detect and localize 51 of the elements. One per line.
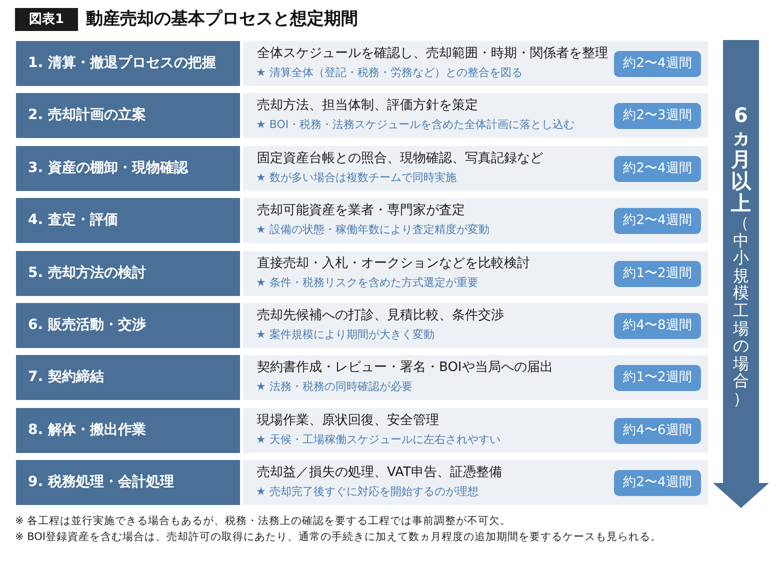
task-description: 固定資産台帳との照合、現物確認、写真記録など xyxy=(257,150,543,168)
task-description: 全体スケジュールを確認し、売却範囲・時期・関係者を整理 xyxy=(257,45,608,63)
step-box: 7. 契約締結 xyxy=(16,355,240,400)
detail-panel xyxy=(243,198,708,244)
detail-panel xyxy=(243,460,708,506)
note-text: ★ 数が多い場合は複数チームで同時実施 xyxy=(256,170,456,186)
period-text: 6ヵ月以上（中小規模工場の場合） xyxy=(731,104,751,408)
note-text: ★ 売却完了後すぐに対応を開始するのが理想 xyxy=(256,484,478,500)
step-box: 9. 税務処理・会計処理 xyxy=(16,460,240,506)
detail-panel xyxy=(243,41,708,86)
task-description: 直接売却・入札・オークションなどを比較検討 xyxy=(257,254,530,273)
task-description: 売却益／損失の処理、VAT申告、証憑整備 xyxy=(257,464,502,482)
step-box: 4. 査定・評価 xyxy=(16,198,240,244)
task-description: 売却可能資産を業者・専門家が査定 xyxy=(257,202,465,220)
duration-badge: 約4〜6週間 xyxy=(614,418,701,444)
note-text: ★ 案件規模により期間が大きく変動 xyxy=(256,327,434,343)
detail-panel xyxy=(243,146,708,191)
footnote: ※ BOI登録資産を含む場合は、売却許可の取得にあたり、通常の手続きに加えて数ヵ月程度の追加期間を要するケースも見られる。 xyxy=(15,530,662,545)
task-description: 売却先候補への打診、見積比較、条件交渉 xyxy=(257,307,504,325)
duration-badge: 約2〜4週間 xyxy=(614,51,701,77)
step-box: 8. 解体・搬出作業 xyxy=(16,408,240,453)
duration-badge: 約1〜2週間 xyxy=(614,260,701,287)
step-box: 3. 資産の棚卸・現物確認 xyxy=(16,146,240,191)
detail-panel xyxy=(243,250,708,296)
note-text: ★ 設備の状態・稼働年数により査定精度が変動 xyxy=(256,222,490,238)
down-arrow xyxy=(713,40,769,508)
note-text: ★ 清算全体（登記・税務・労務など）との整合を図る xyxy=(256,65,522,81)
duration-badge: 約2〜3週間 xyxy=(614,103,701,130)
figure-number-badge: 図表1 xyxy=(15,8,78,31)
detail-panel xyxy=(243,408,708,453)
note-text: ★ BOI・税務・法務スケジュールを含めた全体計画に落とし込む xyxy=(256,117,575,134)
diagram-title: 動産売却の基本プロセスと想定期間 xyxy=(86,8,358,31)
duration-badge: 約1〜2週間 xyxy=(614,365,701,392)
footnote: ※ 各工程は並行実施できる場合もあるが、税務・法務上の確認を要する工程では事前調整が不可欠。 xyxy=(15,514,512,529)
detail-panel xyxy=(243,355,708,400)
note-text: ★ 法務・税務の同時確認が必要 xyxy=(256,379,412,396)
detail-panel xyxy=(243,303,708,348)
note-text: ★ 条件・税務リスクを含めた方式選定が重要 xyxy=(256,274,478,291)
step-box: 2. 売却計画の立案 xyxy=(16,93,240,138)
duration-badge: 約2〜4週間 xyxy=(614,470,701,496)
detail-panel xyxy=(243,93,708,138)
note-text: ★ 天候・工場稼働スケジュールに左右されやすい xyxy=(256,432,500,448)
task-description: 売却方法、担当体制、評価方針を策定 xyxy=(257,97,478,116)
task-description: 現場作業、原状回復、安全管理 xyxy=(257,412,439,430)
step-box: 5. 売却方法の検討 xyxy=(16,250,240,296)
step-box: 1. 清算・撤退プロセスの把握 xyxy=(16,41,240,86)
task-description: 契約書作成・レビュー・署名・BOIや当局への届出 xyxy=(257,359,553,378)
step-box: 6. 販売活動・交渉 xyxy=(16,303,240,348)
duration-badge: 約2〜4週間 xyxy=(614,156,701,182)
duration-badge: 約2〜4週間 xyxy=(614,208,701,234)
duration-badge: 約4〜8週間 xyxy=(614,313,701,339)
